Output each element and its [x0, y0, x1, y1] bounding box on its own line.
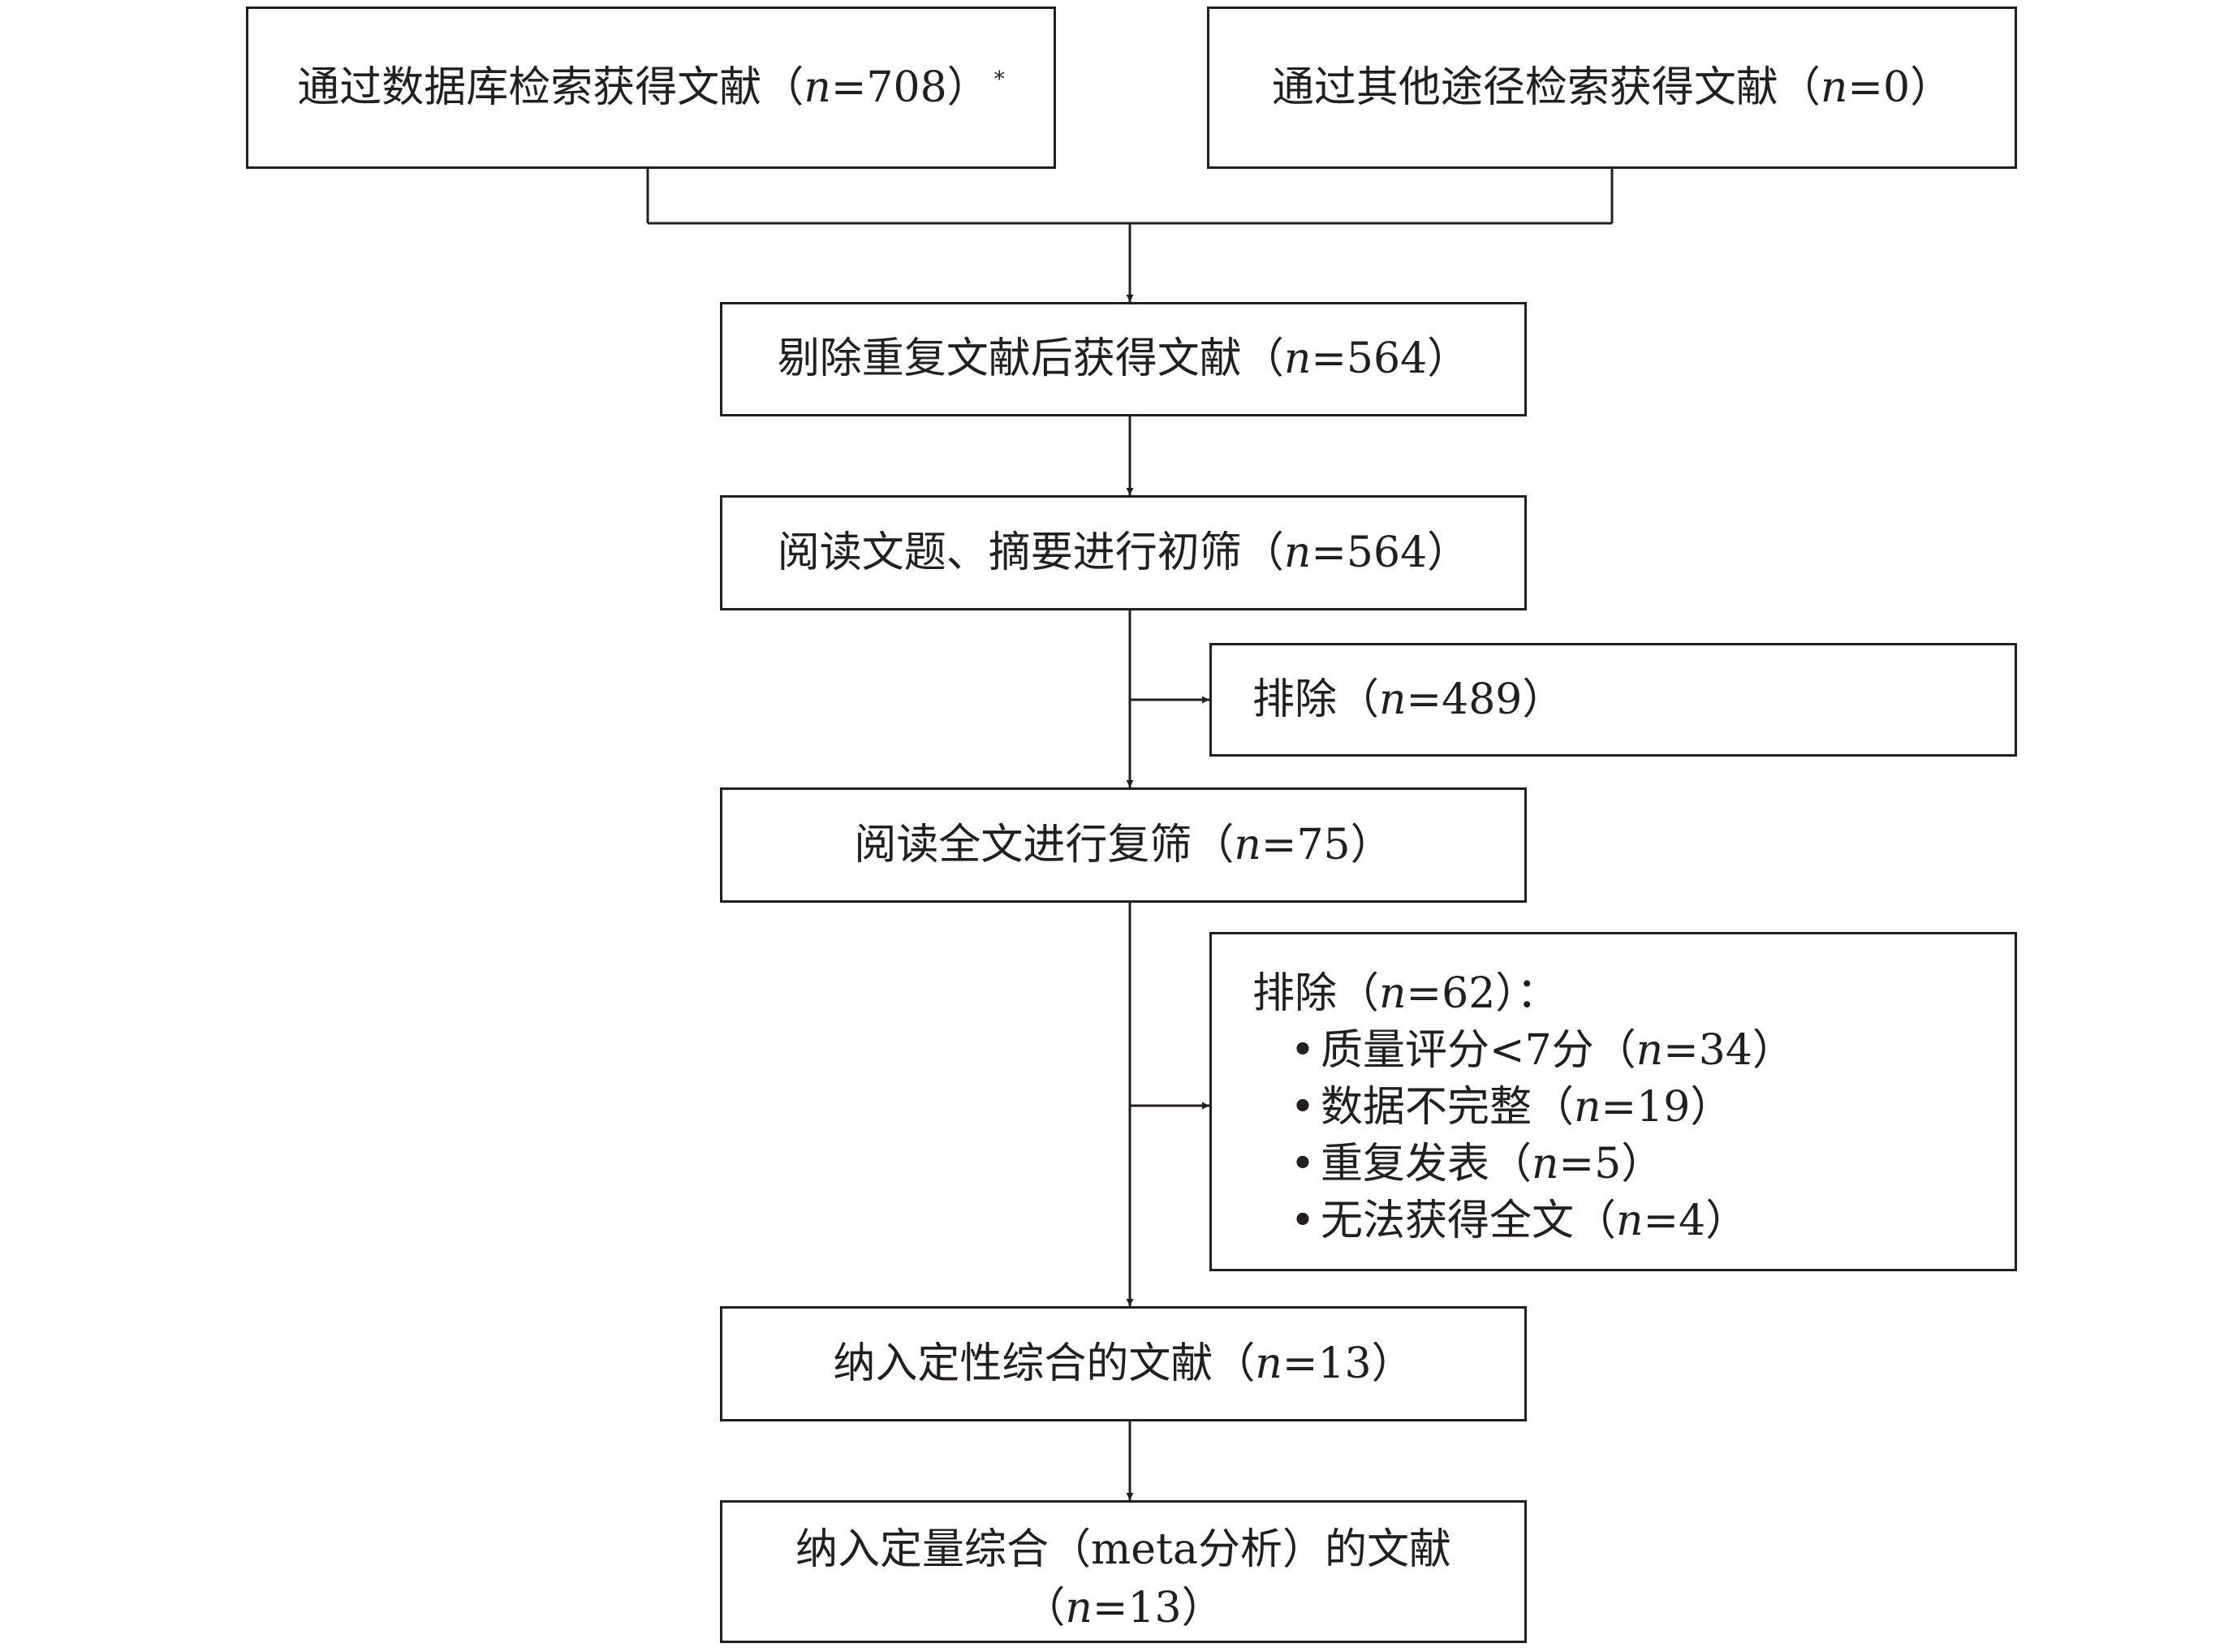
- box-database-search: 通过数据库检索获得文献（n=708）*: [246, 6, 1056, 169]
- box-full-text-screening: 阅读全文进行复筛（n=75）: [720, 787, 1527, 903]
- box-after-dedup: 剔除重复文献后获得文献（n=564）: [720, 302, 1527, 416]
- exclusion-reason: •质量评分<7分（n=34）: [1252, 1022, 2015, 1079]
- box-quantitative-synthesis: 纳入定量综合（meta分析）的文献 （n=13）: [720, 1500, 1527, 1643]
- reason-count: 34: [1698, 1026, 1752, 1075]
- reason-count: 5: [1594, 1140, 1622, 1188]
- bullet-icon: •: [1290, 1083, 1316, 1132]
- box-excluded-full-text: 排除（n=62）： •质量评分<7分（n=34） •数据不完整（n=19） •重…: [1209, 932, 2017, 1271]
- exclude2-count: 62: [1442, 969, 1496, 1018]
- exclude1-text: 排除: [1252, 675, 1338, 724]
- bullet-icon: •: [1290, 1026, 1316, 1075]
- exclude2-text: 排除: [1252, 969, 1338, 1018]
- bullet-icon: •: [1290, 1140, 1316, 1188]
- dedup-text: 剔除重复文献后获得文献: [777, 334, 1242, 384]
- reason-text: 质量评分<7分: [1321, 1026, 1594, 1075]
- box-excluded-first-screening: 排除（n=489）: [1209, 643, 2017, 757]
- other-text: 通过其他途径检索获得文献: [1271, 63, 1778, 112]
- reason-count: 4: [1679, 1197, 1706, 1245]
- quantitative-text: 纳入定量综合（meta分析）的文献: [795, 1525, 1451, 1574]
- exclude2-heading: 排除（n=62）：: [1252, 969, 1559, 1018]
- footnote-marker: *: [994, 67, 1005, 93]
- screen2-text: 阅读全文进行复筛: [854, 820, 1192, 869]
- box-other-sources: 通过其他途径检索获得文献（n=0）: [1207, 6, 2017, 169]
- screen1-text: 阅读文题、摘要进行初筛: [777, 528, 1242, 577]
- quantitative-count: 13: [1127, 1584, 1182, 1633]
- database-text: 通过数据库检索获得文献: [297, 63, 762, 112]
- exclude1-count: 489: [1442, 675, 1523, 724]
- screen1-count: 564: [1346, 528, 1428, 577]
- bullet-icon: •: [1290, 1197, 1316, 1245]
- exclusion-reason: •重复发表（n=5）: [1252, 1136, 2015, 1193]
- qualitative-count: 13: [1317, 1339, 1372, 1388]
- database-count: 708: [866, 63, 947, 112]
- exclusion-reason: •无法获得全文（n=4）: [1252, 1193, 2015, 1249]
- reason-text: 无法获得全文: [1321, 1197, 1575, 1245]
- qualitative-text: 纳入定性综合的文献: [833, 1339, 1213, 1388]
- exclusion-reason: •数据不完整（n=19）: [1252, 1079, 2015, 1136]
- box-qualitative-synthesis: 纳入定性综合的文献（n=13）: [720, 1306, 1527, 1421]
- screen2-count: 75: [1296, 820, 1351, 869]
- box-title-abstract-screening: 阅读文题、摘要进行初筛（n=564）: [720, 495, 1527, 610]
- reason-count: 19: [1636, 1083, 1691, 1132]
- reason-text: 重复发表: [1321, 1140, 1490, 1188]
- reason-text: 数据不完整: [1321, 1083, 1532, 1132]
- quantitative-count-line: （n=13）: [1023, 1584, 1224, 1633]
- dedup-count: 564: [1346, 334, 1428, 384]
- other-count: 0: [1883, 63, 1911, 112]
